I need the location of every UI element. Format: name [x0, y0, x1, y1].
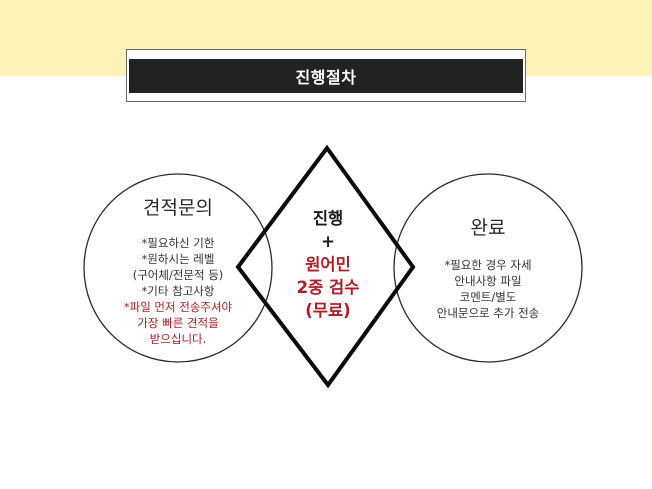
title-bar: 진행절차 [129, 59, 523, 93]
step-complete-details: *필요한 경우 자세 안내사항 파일 코멘트/별도 안내문으로 추가 전송 [408, 257, 568, 321]
review-line: (무료) [305, 301, 351, 320]
step-diamond-progress [235, 144, 416, 389]
title-frame: 진행절차 [126, 49, 526, 102]
detail-line: 안내문으로 추가 전송 [436, 306, 540, 320]
page-title: 진행절차 [295, 68, 357, 87]
note-line: 받으십니다. [149, 332, 207, 346]
detail-line: *필요하신 기한 [141, 236, 215, 250]
step-complete-title: 완료 [470, 217, 506, 239]
step-progress-title: 진행 [312, 209, 344, 228]
step-circle-complete [393, 173, 583, 363]
step-inquiry-title: 견적문의 [143, 197, 213, 219]
detail-line: *필요한 경우 자세 [444, 258, 532, 272]
review-line: 2중 검수 [296, 278, 360, 297]
detail-line: 안내사항 파일 [454, 274, 522, 288]
step-inquiry-details: *필요하신 기한 *원하시는 레벨 (구어체/전문적 등) *기타 참고사항 *… [98, 235, 258, 347]
plus-sign: + [321, 232, 335, 251]
detail-line: *원하시는 레벨 [141, 252, 215, 266]
step-complete: 완료 *필요한 경우 자세 안내사항 파일 코멘트/별도 안내문으로 추가 전송 [408, 213, 568, 321]
detail-line: (구어체/전문적 등) [132, 268, 224, 282]
step-progress: 진행 + 원어민 2중 검수 (무료) [268, 207, 388, 322]
step-inquiry: 견적문의 *필요하신 기한 *원하시는 레벨 (구어체/전문적 등) *기타 참… [98, 193, 258, 347]
note-line: 가장 빠른 견적을 [137, 316, 219, 330]
review-line: 원어민 [305, 255, 351, 274]
note-line: *파일 먼저 전송주셔야 [123, 300, 233, 314]
detail-line: *기타 참고사항 [141, 284, 215, 298]
detail-line: 코멘트/별도 [459, 290, 517, 304]
step-circle-inquiry [83, 173, 273, 363]
